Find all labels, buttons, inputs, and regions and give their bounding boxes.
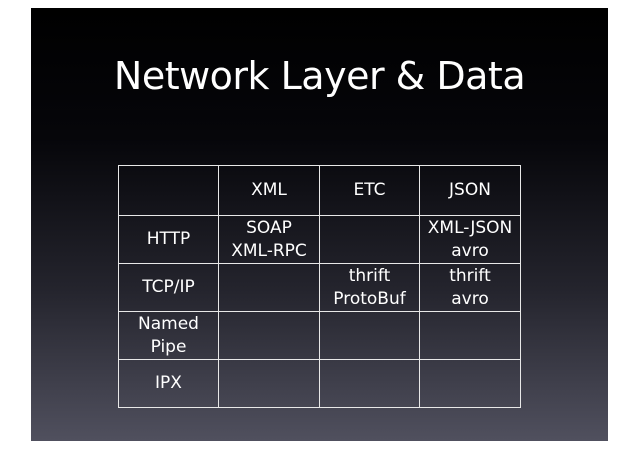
column-header-json: JSON: [419, 165, 521, 216]
column-header-xml: XML: [218, 165, 320, 216]
table-header-row: XML ETC JSON: [118, 165, 521, 216]
table-row: HTTP SOAP XML-RPC XML-JSON avro: [118, 215, 521, 264]
cell-line: avro: [451, 240, 489, 261]
cell-ipx-json: [419, 359, 521, 408]
cell-line: thrift: [449, 265, 491, 286]
cell-line: XML-RPC: [231, 240, 307, 261]
cell-http-json: XML-JSON avro: [419, 215, 521, 264]
network-data-table: XML ETC JSON HTTP SOAP XML-RPC XML-JSON …: [118, 165, 521, 408]
cell-ipx-etc: [319, 359, 420, 408]
presentation-slide: Network Layer & Data XML ETC JSON HTTP S…: [31, 8, 608, 441]
cell-http-xml: SOAP XML-RPC: [218, 215, 320, 264]
cell-tcpip-xml: [218, 263, 320, 312]
cell-line: XML-JSON: [427, 217, 513, 238]
table-corner-cell: [118, 165, 219, 216]
row-header-line: Pipe: [150, 336, 187, 357]
cell-named-pipe-json: [419, 311, 521, 360]
cell-tcpip-json: thrift avro: [419, 263, 521, 312]
table-row: TCP/IP thrift ProtoBuf thrift avro: [118, 263, 521, 312]
row-header-tcpip: TCP/IP: [118, 263, 219, 312]
cell-ipx-xml: [218, 359, 320, 408]
cell-line: avro: [451, 288, 489, 309]
column-header-etc: ETC: [319, 165, 420, 216]
row-header-line: TCP/IP: [142, 277, 195, 297]
row-header-ipx: IPX: [118, 359, 219, 408]
cell-http-etc: [319, 215, 420, 264]
cell-line: ProtoBuf: [333, 288, 406, 309]
row-header-http: HTTP: [118, 215, 219, 264]
cell-line: SOAP: [246, 217, 292, 238]
cell-named-pipe-xml: [218, 311, 320, 360]
cell-named-pipe-etc: [319, 311, 420, 360]
table-row: IPX: [118, 359, 521, 408]
row-header-named-pipe: Named Pipe: [118, 311, 219, 360]
cell-tcpip-etc: thrift ProtoBuf: [319, 263, 420, 312]
cell-line: thrift: [348, 265, 391, 286]
slide-title: Network Layer & Data: [113, 54, 526, 98]
row-header-line: HTTP: [146, 229, 191, 249]
row-header-line: Named: [138, 313, 199, 334]
table-row: Named Pipe: [118, 311, 521, 360]
row-header-line: IPX: [155, 373, 182, 393]
